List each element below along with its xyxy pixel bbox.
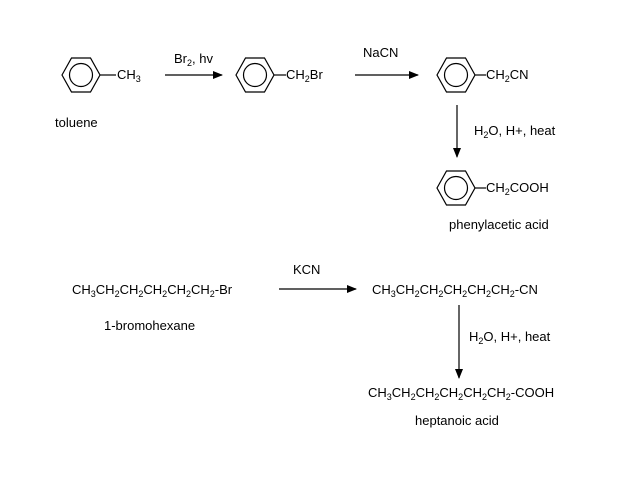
benzene-ring-phenylacetic-acid bbox=[436, 170, 486, 206]
reagent-hydrolysis-2: H2O, H+, heat bbox=[469, 329, 551, 346]
heptanoic-acid-formula: CH3CH2CH2CH2CH2CH2-COOH bbox=[368, 385, 555, 402]
benzyl-bromide-group: CH2Br bbox=[286, 67, 323, 84]
bromohexane-label: 1-bromohexane bbox=[104, 318, 196, 333]
benzene-ring-benzyl-bromide bbox=[235, 57, 286, 93]
toluene-label: toluene bbox=[55, 115, 98, 130]
phenylacetic-acid-group: CH2COOH bbox=[486, 180, 549, 197]
phenylacetic-acid-label: phenylacetic acid bbox=[449, 217, 549, 232]
reagent-kcn: KCN bbox=[293, 262, 321, 277]
reagent-hydrolysis-1: H2O, H+, heat bbox=[474, 123, 556, 140]
benzyl-cyanide-group: CH2CN bbox=[486, 67, 529, 84]
reagent-br2-hv: Br2, hv bbox=[174, 51, 213, 68]
heptanenitrile-formula: CH3CH2CH2CH2CH2CH2-CN bbox=[372, 282, 538, 299]
benzene-ring-benzyl-cyanide bbox=[436, 57, 486, 93]
benzene-ring-toluene bbox=[61, 57, 116, 93]
reagent-nacn: NaCN bbox=[363, 45, 399, 60]
toluene-methyl-group: CH3 bbox=[117, 67, 141, 84]
bromohexane-formula: CH3CH2CH2CH2CH2CH2-Br bbox=[72, 282, 233, 299]
heptanoic-acid-label: heptanoic acid bbox=[415, 413, 499, 428]
